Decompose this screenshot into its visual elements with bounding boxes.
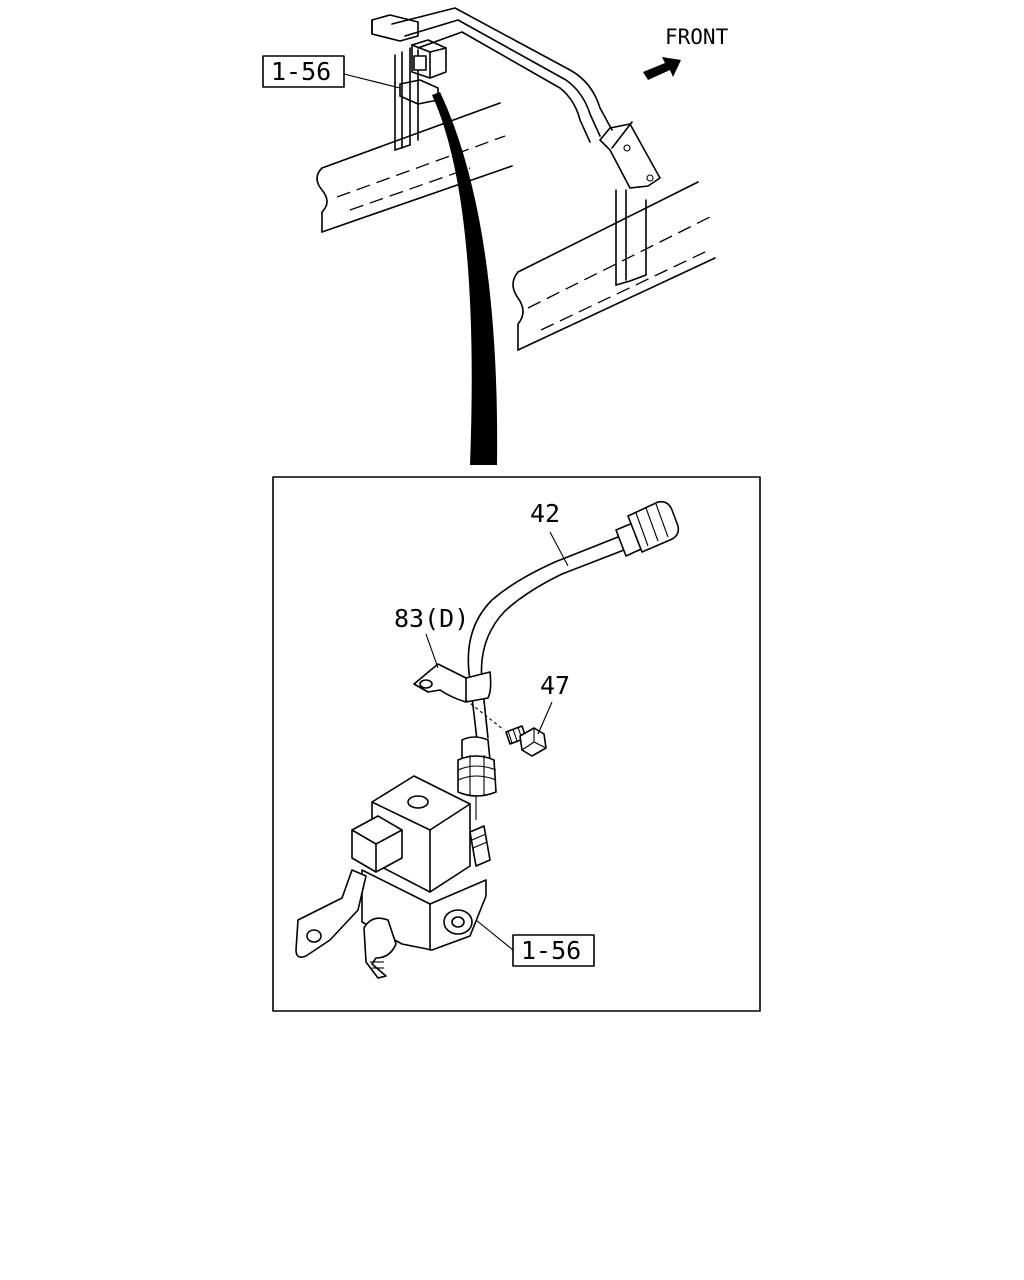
front-indicator: FRONT bbox=[643, 25, 729, 80]
solenoid-valve bbox=[295, 775, 491, 979]
clip-83d bbox=[413, 663, 492, 703]
ref-box-top: 1-56 bbox=[262, 55, 401, 89]
front-arrow-icon bbox=[643, 57, 681, 80]
bolt-47 bbox=[465, 699, 547, 757]
label-83d: 83(D) bbox=[394, 604, 469, 633]
zoom-callout bbox=[432, 92, 498, 465]
left-frame-rail bbox=[316, 102, 513, 233]
label-47: 47 bbox=[540, 671, 570, 700]
detail-view: 42 83(D) 47 1-56 bbox=[272, 476, 761, 1012]
ref-box-bottom: 1-56 bbox=[475, 919, 595, 967]
front-label: FRONT bbox=[665, 25, 729, 49]
pipe-crossmember bbox=[391, 7, 661, 286]
label-42: 42 bbox=[530, 499, 560, 528]
frame-overview bbox=[316, 7, 716, 465]
union-nut bbox=[457, 736, 497, 820]
detail-frame bbox=[272, 476, 761, 1012]
right-frame-rail bbox=[512, 181, 716, 351]
callouts: 42 83(D) 47 1-56 bbox=[394, 499, 595, 967]
ref-top-label: 1-56 bbox=[271, 57, 331, 86]
ref-bottom-label: 1-56 bbox=[521, 936, 581, 965]
pipe-42 bbox=[467, 500, 680, 741]
valve-mount-small bbox=[371, 14, 447, 151]
